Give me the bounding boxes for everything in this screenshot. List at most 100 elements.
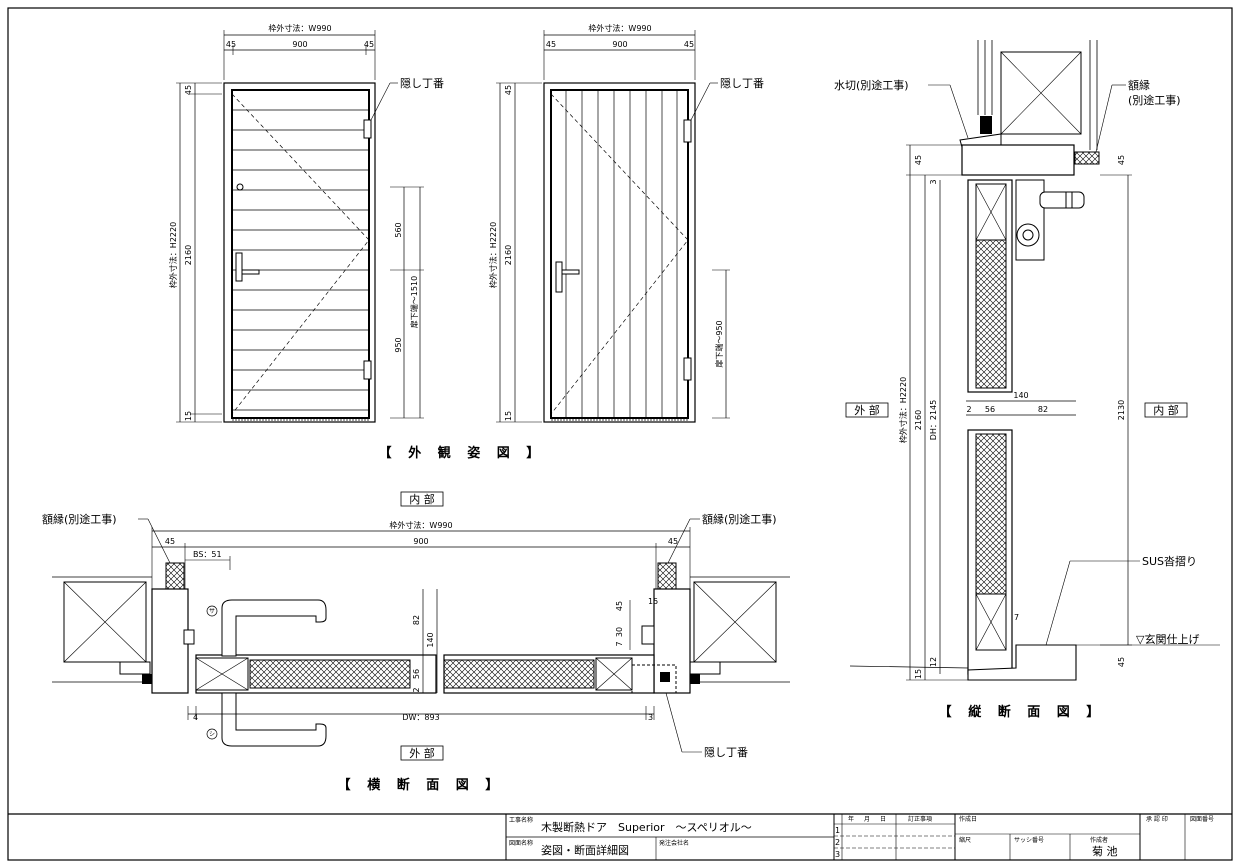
tb-project: 木製断熱ドア Superior ～スペリオル～ [541, 820, 752, 834]
hsec-trim-left: 額縁(別途工事) [42, 512, 117, 526]
lever-handle-icon [555, 261, 563, 293]
ext1-dim-1510: 扉下端～1510 [409, 276, 419, 328]
hsec-left-4: 4 [193, 713, 198, 722]
tb-drawing-label: 図面名称 [509, 839, 533, 847]
vertical-section: 水切(別途工事) 額縁 (別途工事) 外 部 内 部 SUS沓摺り ▽玄関仕上げ… [834, 40, 1220, 681]
ext2-w-45b: 45 [684, 40, 694, 49]
vsec-h-2130: 2130 [1117, 400, 1126, 420]
tb-rev-year: 年 [848, 815, 854, 823]
vsec-dim-2: 2 [966, 405, 971, 414]
vsec-bot-45: 45 [1117, 657, 1126, 667]
ext2-h-45: 45 [504, 85, 513, 95]
ext1-h-2160: 2160 [184, 245, 193, 265]
vsec-d12: 12 [929, 657, 938, 667]
ext1-frame-width: 枠外寸法：W990 [268, 23, 331, 33]
tb-rev-day: 日 [880, 816, 886, 823]
ext2-w-45a: 45 [546, 40, 556, 49]
tb-rev-2: 2 [835, 838, 840, 847]
ext1-dim-950: 950 [394, 337, 403, 352]
hsec-inside-label: 内 部 [409, 492, 435, 506]
hsec-hinge-label: 隠し丁番 [704, 746, 748, 759]
ext2-h-15: 15 [504, 411, 513, 421]
ext1-w-900: 900 [292, 40, 307, 49]
vsec-outside-label: 外 部 [854, 403, 880, 417]
exterior-door-horizontal: 枠外寸法：W990 45 900 45 枠外寸法：H2220 2160 45 1… [168, 23, 444, 423]
vsec-bot-15: 15 [914, 669, 923, 679]
horizontal-section: 内 部 額縁(別途工事) 額縁(別途工事) 枠外寸法：W990 45 900 4… [42, 491, 790, 761]
vsec-sus: SUS沓摺り [1142, 554, 1197, 568]
tb-author: 菊 池 [1092, 845, 1118, 858]
tb-author-label: 作成者 [1090, 836, 1108, 844]
vsec-dh: DH：2145 [929, 400, 938, 441]
ext1-hinge-label: 隠し丁番 [400, 77, 444, 90]
vsec-d3: 3 [929, 179, 938, 184]
vertical-section-title: 【 縦 断 面 図 】 [939, 704, 1106, 720]
hsec-dim-45: 45 [615, 601, 624, 611]
hsec-mark-shi: シ [209, 731, 215, 738]
tb-rev-month: 月 [864, 816, 870, 823]
ext2-frame-width: 枠外寸法：W990 [588, 23, 651, 33]
ext2-hinge-label: 隠し丁番 [720, 77, 764, 90]
lever-handle-icon [235, 252, 243, 282]
hsec-trim-right: 額縁(別途工事) [702, 512, 777, 526]
tb-drawing-no: 図面番号 [1190, 816, 1214, 823]
hsec-dim-15: 15 [648, 597, 658, 606]
vsec-inside-label: 内 部 [1153, 403, 1179, 417]
hsec-dim-2: 2 [412, 687, 421, 692]
tb-drawing: 姿図・断面詳細図 [541, 843, 629, 857]
ext1-frame-height: 枠外寸法：H2220 [168, 222, 178, 288]
hsec-mark-sa: サ [209, 608, 215, 615]
ext1-w-45a: 45 [226, 40, 236, 49]
tb-project-label: 工事名称 [509, 816, 533, 824]
hsec-w-45a: 45 [165, 537, 175, 546]
hsec-dim-30: 30 [615, 627, 624, 637]
vsec-dim-56: 56 [985, 405, 995, 414]
hinge-icon [683, 119, 692, 381]
vsec-top-45: 45 [914, 155, 923, 165]
title-block [8, 813, 1232, 860]
exterior-view-title: 【 外 観 姿 図 】 [379, 445, 546, 461]
tb-sash-no: サッシ番号 [1014, 837, 1044, 844]
hinge-icon [363, 119, 372, 380]
horizontal-section-title: 【 横 断 面 図 】 [338, 777, 505, 793]
tb-client-label: 発注会社名 [659, 839, 689, 847]
vsec-floor: ▽玄関仕上げ [1136, 632, 1199, 646]
vsec-dim-82: 82 [1038, 405, 1048, 414]
hsec-dim-56: 56 [412, 669, 421, 679]
cylinder-lock-icon [236, 183, 244, 191]
vsec-h-2160: 2160 [914, 410, 923, 430]
vsec-trim-l1: 額縁 [1128, 78, 1150, 92]
exterior-door-vertical: 枠外寸法：W990 45 900 45 枠外寸法：H2220 2160 45 1… [488, 23, 764, 423]
tb-rev-3: 3 [835, 850, 840, 859]
ext1-h-15: 15 [184, 411, 193, 421]
hsec-w-900: 900 [413, 537, 428, 546]
hsec-right-3: 3 [648, 713, 653, 722]
lever-handle-icon [221, 599, 327, 657]
vsec-top-45r: 45 [1117, 155, 1126, 165]
hsec-bs: BS：51 [193, 550, 222, 559]
tb-rev-note: 訂正事項 [908, 815, 932, 823]
ext1-h-45: 45 [184, 85, 193, 95]
ext1-dim-560: 560 [394, 222, 403, 237]
hsec-dim-140: 140 [426, 632, 435, 647]
tb-rev-1: 1 [835, 826, 840, 835]
hsec-outside-label: 外 部 [409, 746, 435, 760]
vsec-frame-height: 枠外寸法：H2220 [898, 377, 908, 443]
ext2-dim-950: 扉下端～950 [714, 320, 724, 367]
hsec-w-45b: 45 [668, 537, 678, 546]
vsec-dim-140: 140 [1013, 391, 1028, 400]
vsec-mizukiri: 水切(別途工事) [834, 78, 909, 92]
ext2-h-2160: 2160 [504, 245, 513, 265]
hsec-frame-width: 枠外寸法：W990 [389, 520, 452, 530]
ext1-w-45b: 45 [364, 40, 374, 49]
ext2-w-900: 900 [612, 40, 627, 49]
hsec-dim-82: 82 [412, 615, 421, 625]
tb-approval: 承 認 印 [1146, 815, 1168, 823]
vsec-dim-7: 7 [1014, 613, 1019, 622]
ext2-frame-height: 枠外寸法：H2220 [488, 222, 498, 288]
vsec-trim-l2: (別途工事) [1128, 93, 1181, 107]
tb-scale: 縮尺 [959, 836, 971, 844]
tb-created-date: 作成日 [959, 815, 977, 823]
hsec-dw: DW：893 [402, 713, 439, 722]
